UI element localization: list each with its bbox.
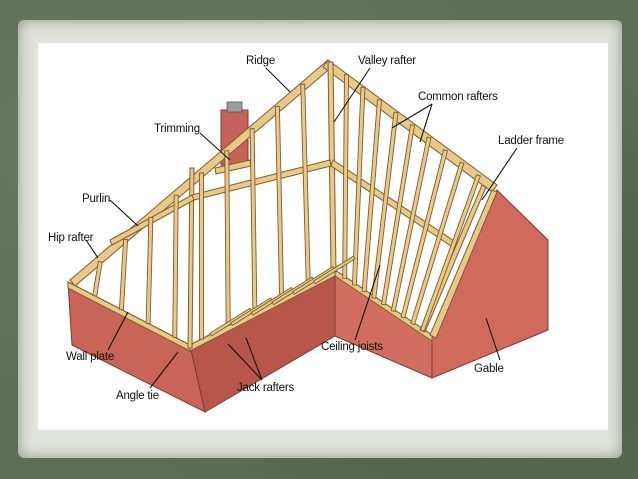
leader-jack-2 xyxy=(245,337,263,381)
common-rafter xyxy=(400,149,448,319)
common-rafter xyxy=(199,172,204,340)
leader-ladder xyxy=(481,147,518,201)
label-ceiling-joists: Ceiling joists xyxy=(321,341,383,353)
leader-gable xyxy=(485,317,501,361)
ceiling-joist xyxy=(312,255,356,285)
gable-wall xyxy=(431,189,549,379)
common-rafter xyxy=(172,194,179,338)
common-rafter xyxy=(371,111,399,299)
leader-ridge xyxy=(265,67,291,93)
leader-common-1 xyxy=(391,103,433,129)
label-common-rafters: Common rafters xyxy=(418,91,498,103)
common-rafter xyxy=(351,86,366,286)
leader-trimming xyxy=(199,132,231,161)
hip-rafter xyxy=(187,167,195,349)
label-jack-rafters: Jack rafters xyxy=(237,382,294,394)
leader-valley xyxy=(333,67,371,123)
common-rafter xyxy=(361,99,382,293)
leader-angle-tie xyxy=(149,351,179,389)
label-ladder-frame: Ladder frame xyxy=(498,135,564,147)
common-rafter xyxy=(224,150,231,326)
common-rafters xyxy=(92,74,481,340)
leader-ceiling xyxy=(354,264,381,341)
labels: Ridge Valley rafter Common rafters Trimm… xyxy=(48,55,564,402)
leader-lines xyxy=(85,67,518,389)
label-wall-plate: Wall plate xyxy=(66,351,114,363)
label-angle-tie: Angle tie xyxy=(116,390,159,402)
label-ridge: Ridge xyxy=(246,55,275,67)
ladder-frame xyxy=(429,189,498,339)
common-rafter xyxy=(381,124,415,306)
wall-plate-inner xyxy=(334,269,433,342)
common-rafter xyxy=(249,128,258,312)
common-rafter xyxy=(92,260,103,297)
common-rafter xyxy=(419,174,481,332)
common-rafter xyxy=(118,239,129,311)
leader-jack-1 xyxy=(227,343,263,381)
label-valley-rafter: Valley rafter xyxy=(358,55,416,67)
common-rafter xyxy=(342,74,349,279)
common-rafter xyxy=(274,105,285,299)
leader-common-2 xyxy=(419,103,433,143)
leader-hip xyxy=(85,239,99,259)
leader-purlin xyxy=(109,199,139,227)
leader-wall-plate xyxy=(107,311,129,351)
common-rafter xyxy=(300,83,311,285)
label-hip-rafter: Hip rafter xyxy=(48,232,94,244)
label-trimming: Trimming xyxy=(154,123,200,135)
common-rafter xyxy=(410,161,465,326)
chimney-pot xyxy=(226,101,243,113)
common-rafter xyxy=(145,216,154,324)
common-rafter xyxy=(390,136,432,312)
label-purlin: Purlin xyxy=(82,193,110,205)
label-gable: Gable xyxy=(474,363,504,375)
